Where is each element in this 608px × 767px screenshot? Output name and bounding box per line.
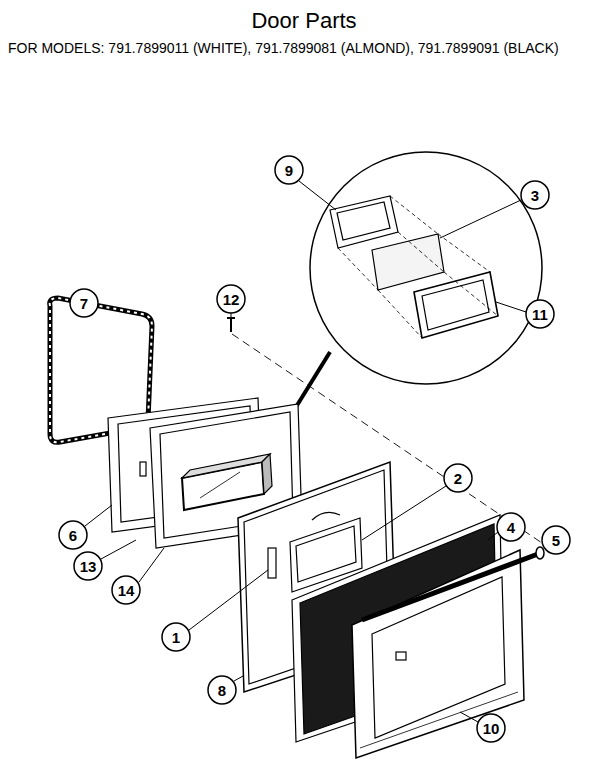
callout-circles	[59, 156, 570, 742]
callout-number: 6	[59, 521, 87, 549]
frame-part-inner	[422, 280, 489, 330]
window-opening	[312, 512, 340, 520]
liner-clip	[140, 462, 146, 476]
callout-number: 13	[74, 552, 102, 580]
callout-number: 10	[477, 714, 505, 742]
leader-lines	[85, 181, 526, 722]
detail-circle	[310, 152, 542, 384]
callout-number: 2	[444, 464, 472, 492]
window-box-side	[262, 454, 272, 494]
callout-number: 4	[497, 513, 525, 541]
callout-number: 1	[162, 623, 190, 651]
callout-number: 5	[542, 526, 570, 554]
window-box-top	[182, 454, 270, 478]
callout-number: 9	[275, 156, 303, 184]
outer-door-opening	[372, 577, 505, 738]
screw	[230, 318, 232, 332]
callout-number: 7	[70, 289, 98, 317]
model-list: FOR MODELS: 791.7899011 (WHITE), 791.789…	[8, 40, 559, 56]
door-latch	[396, 652, 406, 660]
outer-door-edge	[360, 692, 518, 748]
callout-number: 8	[208, 676, 236, 704]
callout-number: 11	[526, 300, 554, 328]
screw-head	[227, 317, 235, 319]
diagram-title: Door Parts	[0, 8, 608, 34]
outer-door	[352, 550, 524, 758]
frame-part	[330, 196, 398, 248]
frame-part-inner	[337, 202, 390, 240]
glass-part	[372, 234, 444, 290]
glass-reflection	[200, 472, 240, 498]
door-window-inner	[296, 526, 356, 582]
door-handle	[362, 554, 538, 620]
hinge-bracket	[268, 548, 276, 578]
handle-end	[536, 547, 544, 559]
callout-number: 12	[217, 285, 245, 313]
assembly-lines	[338, 196, 498, 338]
frame-part	[414, 272, 498, 338]
callout-number: 14	[112, 576, 140, 604]
callout-number: 3	[521, 181, 549, 209]
